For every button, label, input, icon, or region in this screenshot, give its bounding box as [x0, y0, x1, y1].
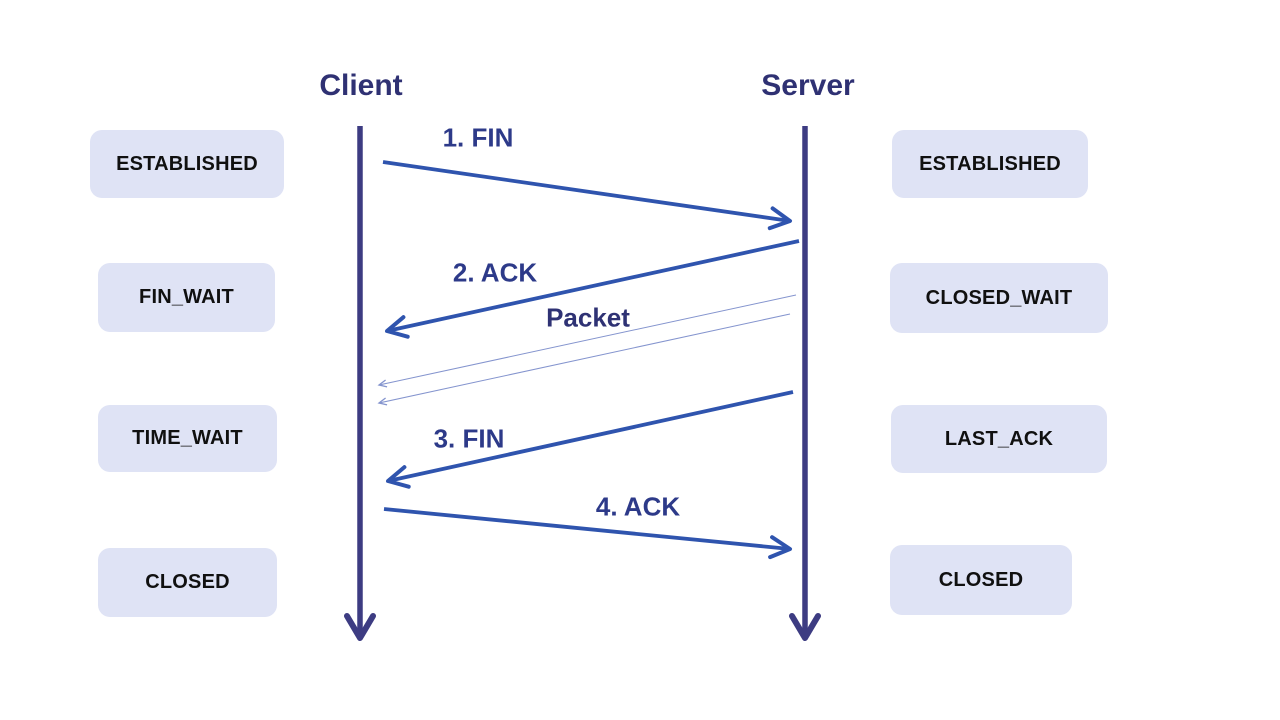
- fin3-arrow: [386, 390, 794, 489]
- packet-thin-arrow-2: [377, 313, 791, 406]
- packet-label: Packet: [546, 302, 630, 333]
- ack2-arrow: [385, 239, 800, 339]
- client-state-fin-wait: FIN_WAIT: [98, 263, 275, 332]
- client-state-time-wait: TIME_WAIT: [98, 405, 277, 472]
- server-state-established: ESTABLISHED: [892, 130, 1088, 198]
- fin1-arrow: [382, 160, 792, 231]
- server-state-closed: CLOSED: [890, 545, 1072, 615]
- ack4-arrow: [383, 507, 792, 560]
- packet-thin-arrow-1: [377, 294, 797, 388]
- server-title: Server: [761, 69, 855, 102]
- fin3-label: 3. FIN: [433, 423, 505, 454]
- client-title: Client: [319, 69, 403, 102]
- server-state-last-ack: LAST_ACK: [891, 405, 1107, 473]
- fin1-label: 1. FIN: [442, 122, 514, 153]
- client-state-closed: CLOSED: [98, 548, 277, 617]
- server-state-closed-wait: CLOSED_WAIT: [890, 263, 1108, 333]
- ack4-label: 4. ACK: [595, 491, 681, 522]
- client-state-established: ESTABLISHED: [90, 130, 284, 198]
- ack2-label: 2. ACK: [452, 257, 538, 288]
